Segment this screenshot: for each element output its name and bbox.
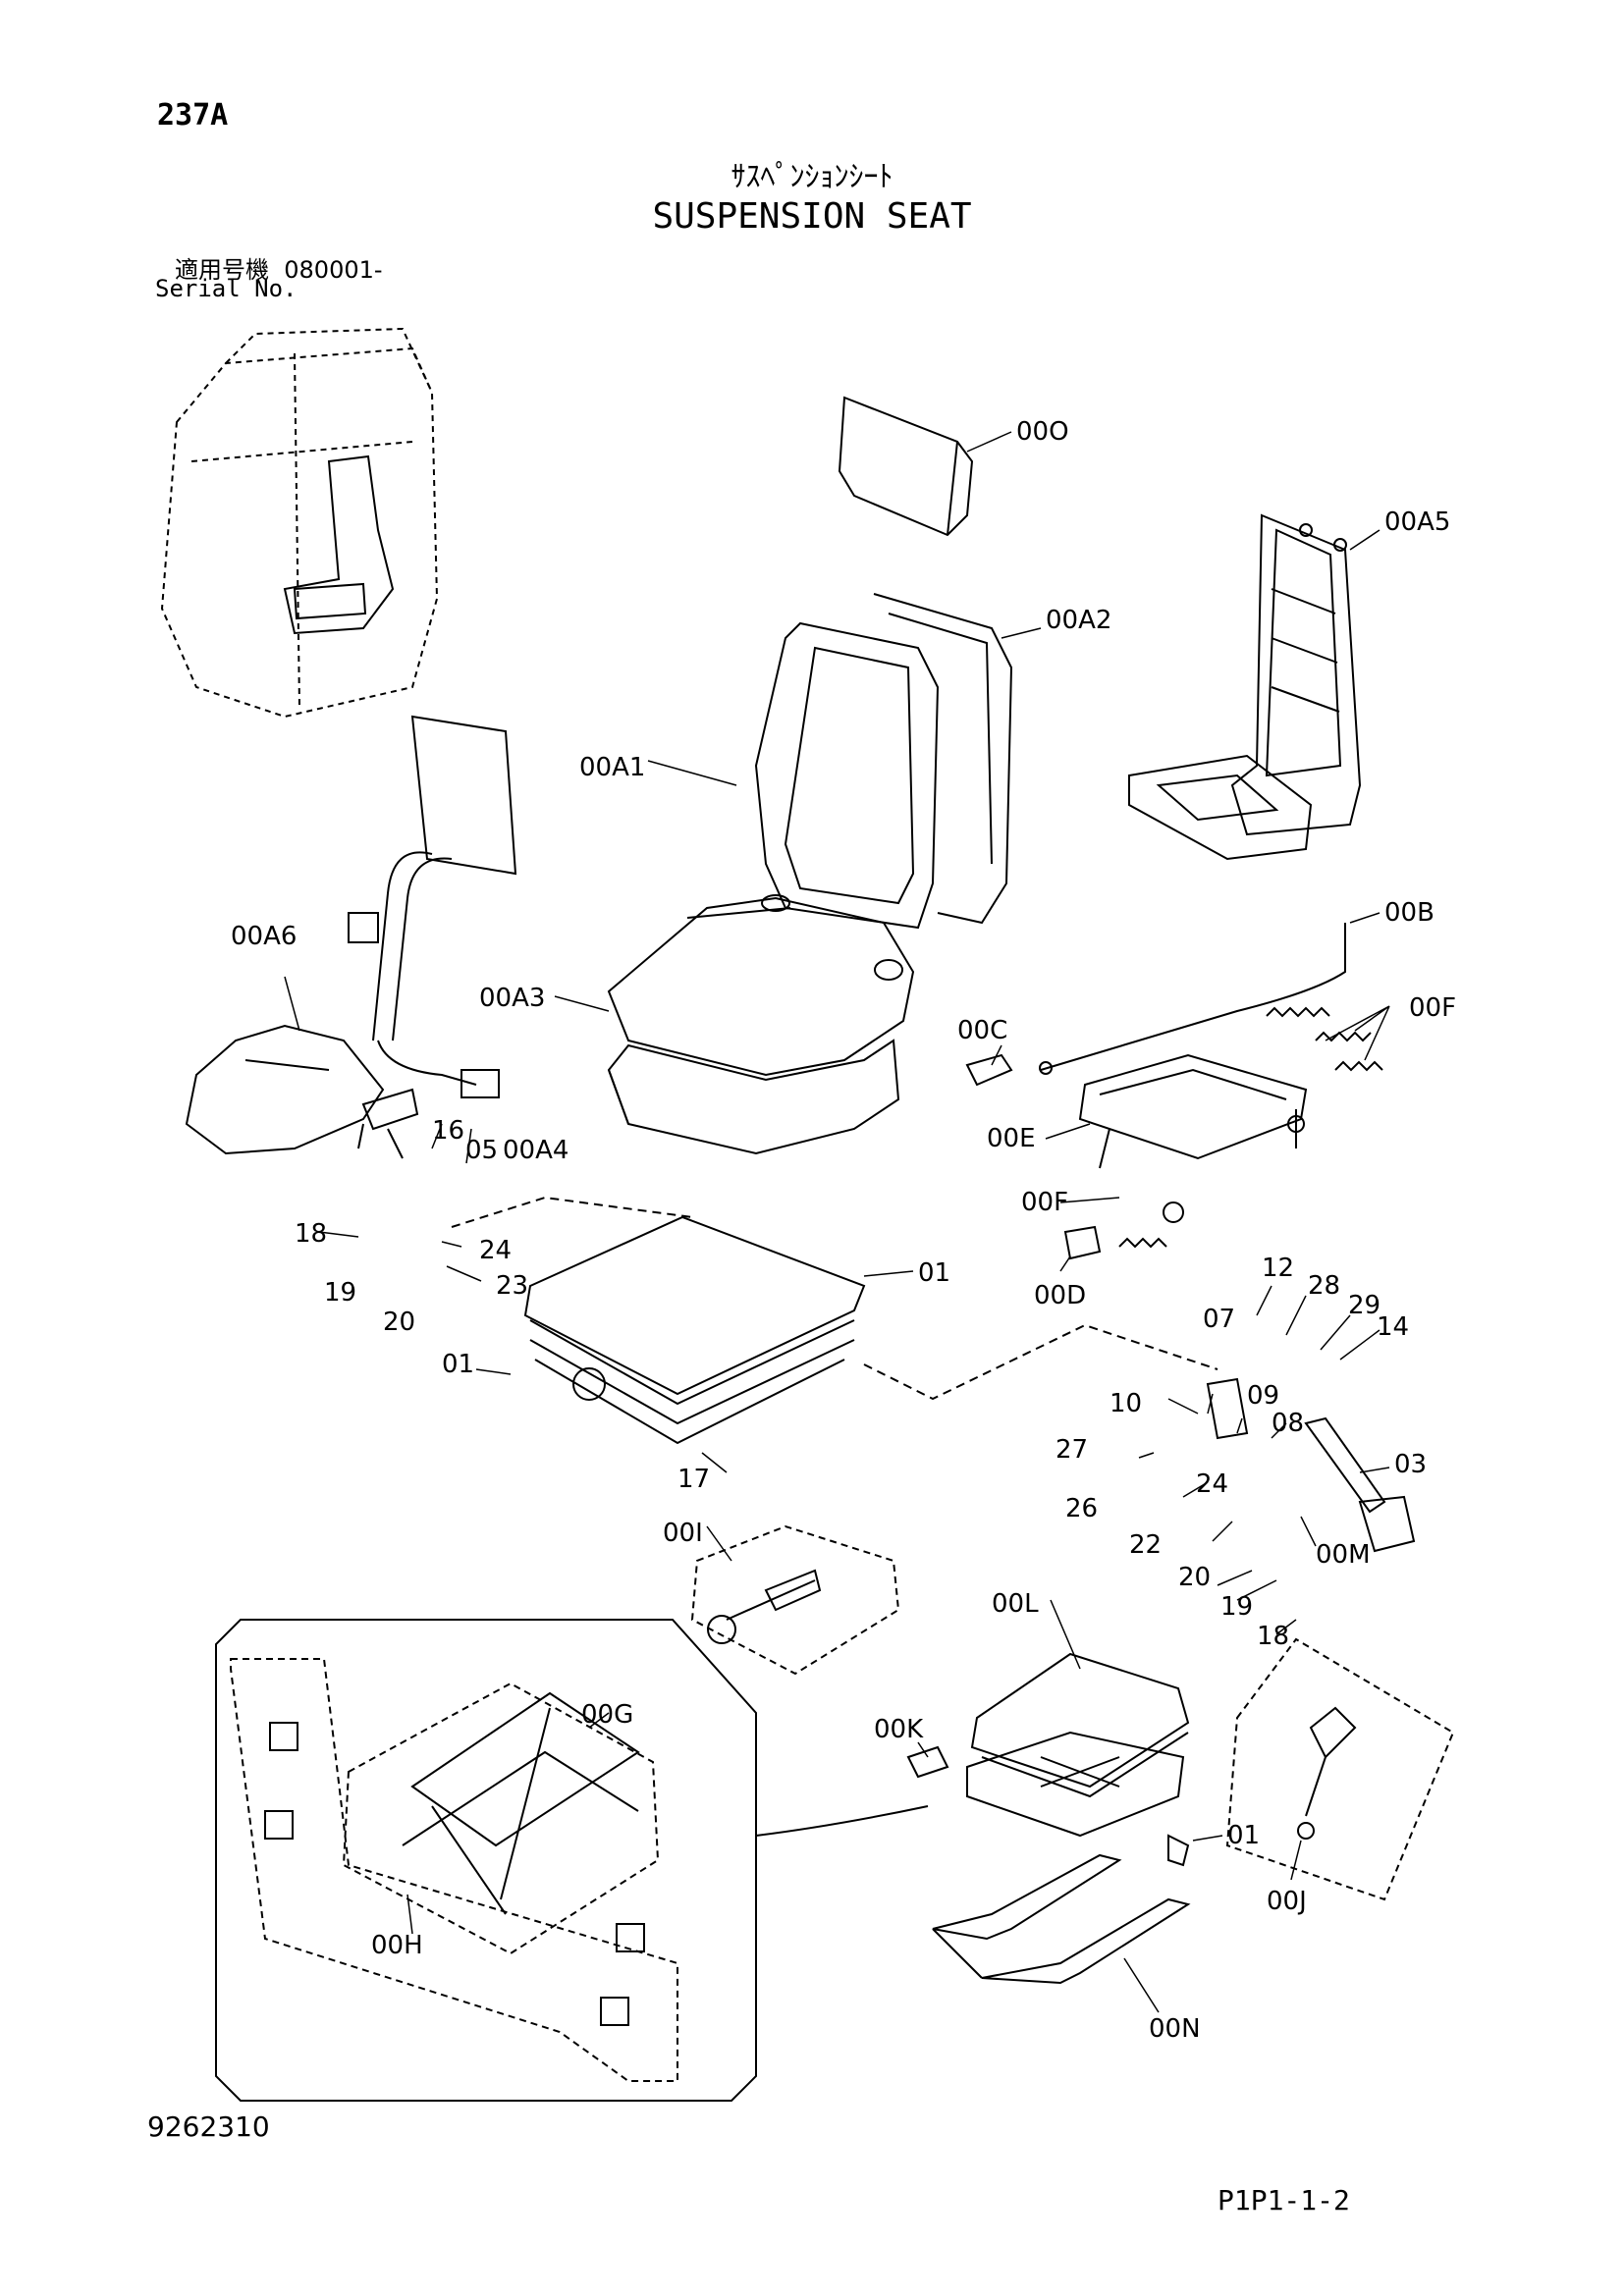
callout-08: 08 [1272,1409,1304,1438]
control-lever-part [1206,1377,1416,1553]
callout-16: 16 [432,1116,464,1146]
scissor-suspension-part [966,1652,1190,1838]
callout-19: 19 [324,1278,356,1308]
callout-20: 20 [383,1308,415,1337]
callout-01: 01 [918,1258,950,1288]
shock-absorber-part [1297,1706,1357,1840]
scissor-linkage-part [264,1691,645,2026]
slide-rail-part [1078,1053,1308,1223]
callout-00D: 00D [1034,1281,1086,1310]
lever-handle-part [965,1053,1102,1260]
callout-00F-lower: 00F [1021,1188,1068,1217]
cab-location-illustration [160,327,439,719]
callout-19-right: 19 [1220,1592,1253,1622]
callout-09: 09 [1247,1381,1279,1411]
backrest-part [754,593,1013,930]
serial-label-english: Serial No. [155,275,298,302]
callout-00A2: 00A2 [1046,606,1111,635]
assembly-00I-parts [707,1569,822,1644]
assembly-guide-lines [451,1196,1218,1401]
callout-18-right: 18 [1257,1622,1289,1651]
callout-28: 28 [1308,1271,1340,1301]
callout-00A6: 00A6 [231,922,297,951]
title-japanese: ｻｽﾍﾟﾝｼｮﾝｼｰﾄ [731,160,893,194]
callout-00N: 00N [1149,2014,1201,2044]
callout-01-lower: 01 [1227,1821,1260,1850]
callout-00K: 00K [874,1715,924,1744]
seat-belt-buckle-part [361,1088,419,1159]
callout-leader-lines [284,431,1390,2013]
callout-01-left: 01 [442,1350,474,1379]
callout-26: 26 [1065,1494,1098,1523]
callout-00B: 00B [1384,898,1435,928]
seat-frame-part [1128,513,1362,861]
callout-18: 18 [295,1219,327,1249]
page-title: SUSPENSION SEAT [652,196,972,237]
callout-14: 14 [1377,1312,1409,1342]
callout-00A1: 00A1 [579,753,645,782]
callout-00J: 00J [1267,1887,1307,1916]
callout-00M: 17 [677,1465,710,1494]
callout-10: 10 [1110,1389,1142,1418]
callout-00A4: 00A4 [503,1136,568,1165]
assembly-00I-box [690,1524,900,1676]
seat-cushion-part [607,894,915,1155]
page-code: 237A [157,98,229,133]
serial-jp-label: 適用号機 [175,256,269,284]
callout-22: 22 [1129,1530,1162,1560]
callout-00C: 00C [957,1016,1007,1045]
callout-29: 29 [1348,1291,1380,1320]
callout-labels: 00O 00A5 00A2 00A1 00B 00A6 00F 00A3 00C… [231,417,1456,2044]
callout-24: 24 [479,1236,512,1265]
callout-23: 23 [496,1271,528,1301]
callout-12: 12 [1262,1254,1294,1283]
callout-00L: 00L [992,1589,1039,1619]
callout-00H: 00H [371,1931,423,1960]
page-number: P1P1-1-2 [1218,2184,1350,2216]
serial-label-japanese: 適用号機 080001- [175,250,383,285]
callout-03: 03 [1394,1450,1427,1479]
callout-20-right: 20 [1178,1563,1211,1592]
headrest-part [838,396,974,537]
callout-05: 05 [465,1136,498,1165]
rail-bar-part [932,1834,1191,1985]
cab-seat-miniature [283,454,395,635]
callout-00E: 00E [987,1124,1036,1153]
callout-00A3: 00A3 [479,984,545,1013]
callout-00A5: 00A5 [1384,507,1450,537]
callout-07: 07 [1203,1305,1235,1334]
callout-27: 27 [1056,1435,1088,1465]
callout-00F: 00F [1409,993,1456,1023]
adjust-cable-part [1039,923,1346,1075]
callout-00G: 00G [581,1700,633,1730]
document-number: 9262310 [147,2110,270,2143]
detail-inset-panel [215,1619,929,2102]
callout-24-right: 24 [1196,1469,1228,1499]
callout-17: 00M [1316,1540,1371,1570]
suspension-base-part [523,1215,866,1445]
tension-springs-part [1118,1006,1383,1249]
serial-value: 080001- [284,256,383,284]
callout-00O: 00O [1016,417,1069,447]
armrest-part [185,715,517,1155]
callout-00I: 00I [663,1519,703,1548]
bracket-00K-part [906,1745,949,1779]
assembly-00J-box [1225,1637,1455,1901]
